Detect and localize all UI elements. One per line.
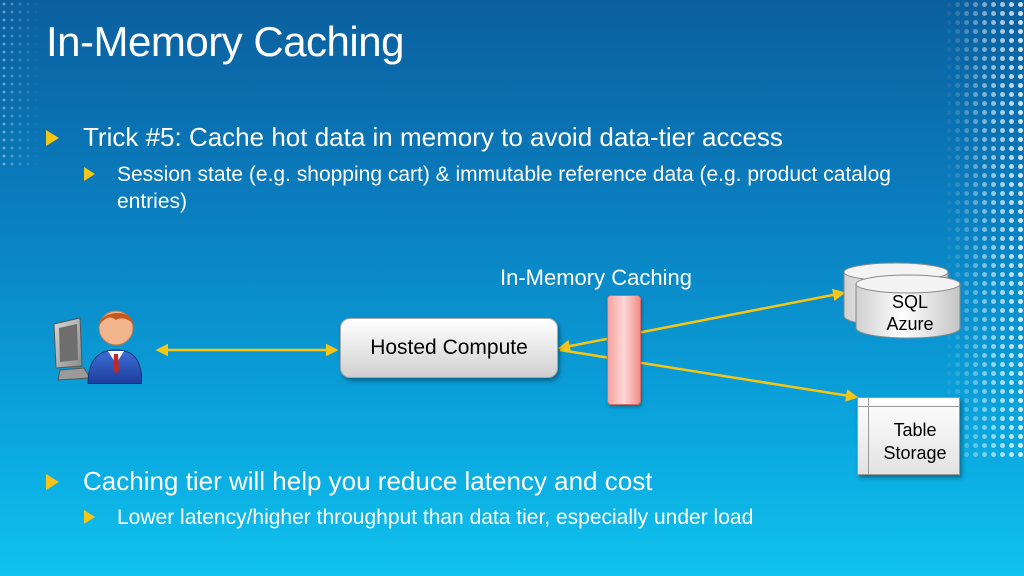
bullet-text: Trick #5: Cache hot data in memory to av…	[83, 122, 783, 152]
sql-label-line1: SQL	[891, 292, 929, 312]
table-label-line1: Table	[893, 420, 937, 440]
sql-azure-label: SQL Azure	[856, 291, 964, 335]
bullet-arrow-icon	[84, 167, 95, 181]
user-at-computer-icon	[53, 310, 142, 384]
hosted-compute-box: Hosted Compute	[340, 318, 558, 378]
table-header-row	[858, 398, 959, 407]
hosted-compute-label: Hosted Compute	[370, 336, 528, 359]
bullet-level2: Lower latency/higher throughput than dat…	[84, 504, 964, 531]
bullet-level2: Session state (e.g. shopping cart) & imm…	[84, 161, 964, 215]
bullet-arrow-icon	[46, 130, 59, 146]
in-memory-caching-label: In-Memory Caching	[500, 265, 692, 290]
slide-title: In-Memory Caching	[46, 18, 404, 65]
sql-label-line2: Azure	[886, 314, 934, 334]
bullet-text: Lower latency/higher throughput than dat…	[117, 506, 754, 529]
cache-tier-bar	[607, 295, 641, 405]
bullet-arrow-icon	[84, 510, 95, 524]
bullet-arrow-icon	[46, 474, 59, 490]
compute-table-arrow	[559, 348, 859, 402]
compute-sql-arrow	[557, 288, 846, 353]
table-column-line	[868, 398, 869, 474]
table-label-line2: Storage	[883, 443, 947, 463]
database-icon	[843, 262, 961, 339]
bullet-text: Caching tier will help you reduce latenc…	[83, 466, 653, 496]
bullet-level1: Caching tier will help you reduce latenc…	[46, 466, 926, 497]
table-storage-icon	[857, 397, 960, 475]
bullet-level1: Trick #5: Cache hot data in memory to av…	[46, 122, 946, 153]
table-storage-label: Table Storage	[865, 419, 965, 465]
bullet-text: Session state (e.g. shopping cart) & imm…	[117, 163, 891, 213]
